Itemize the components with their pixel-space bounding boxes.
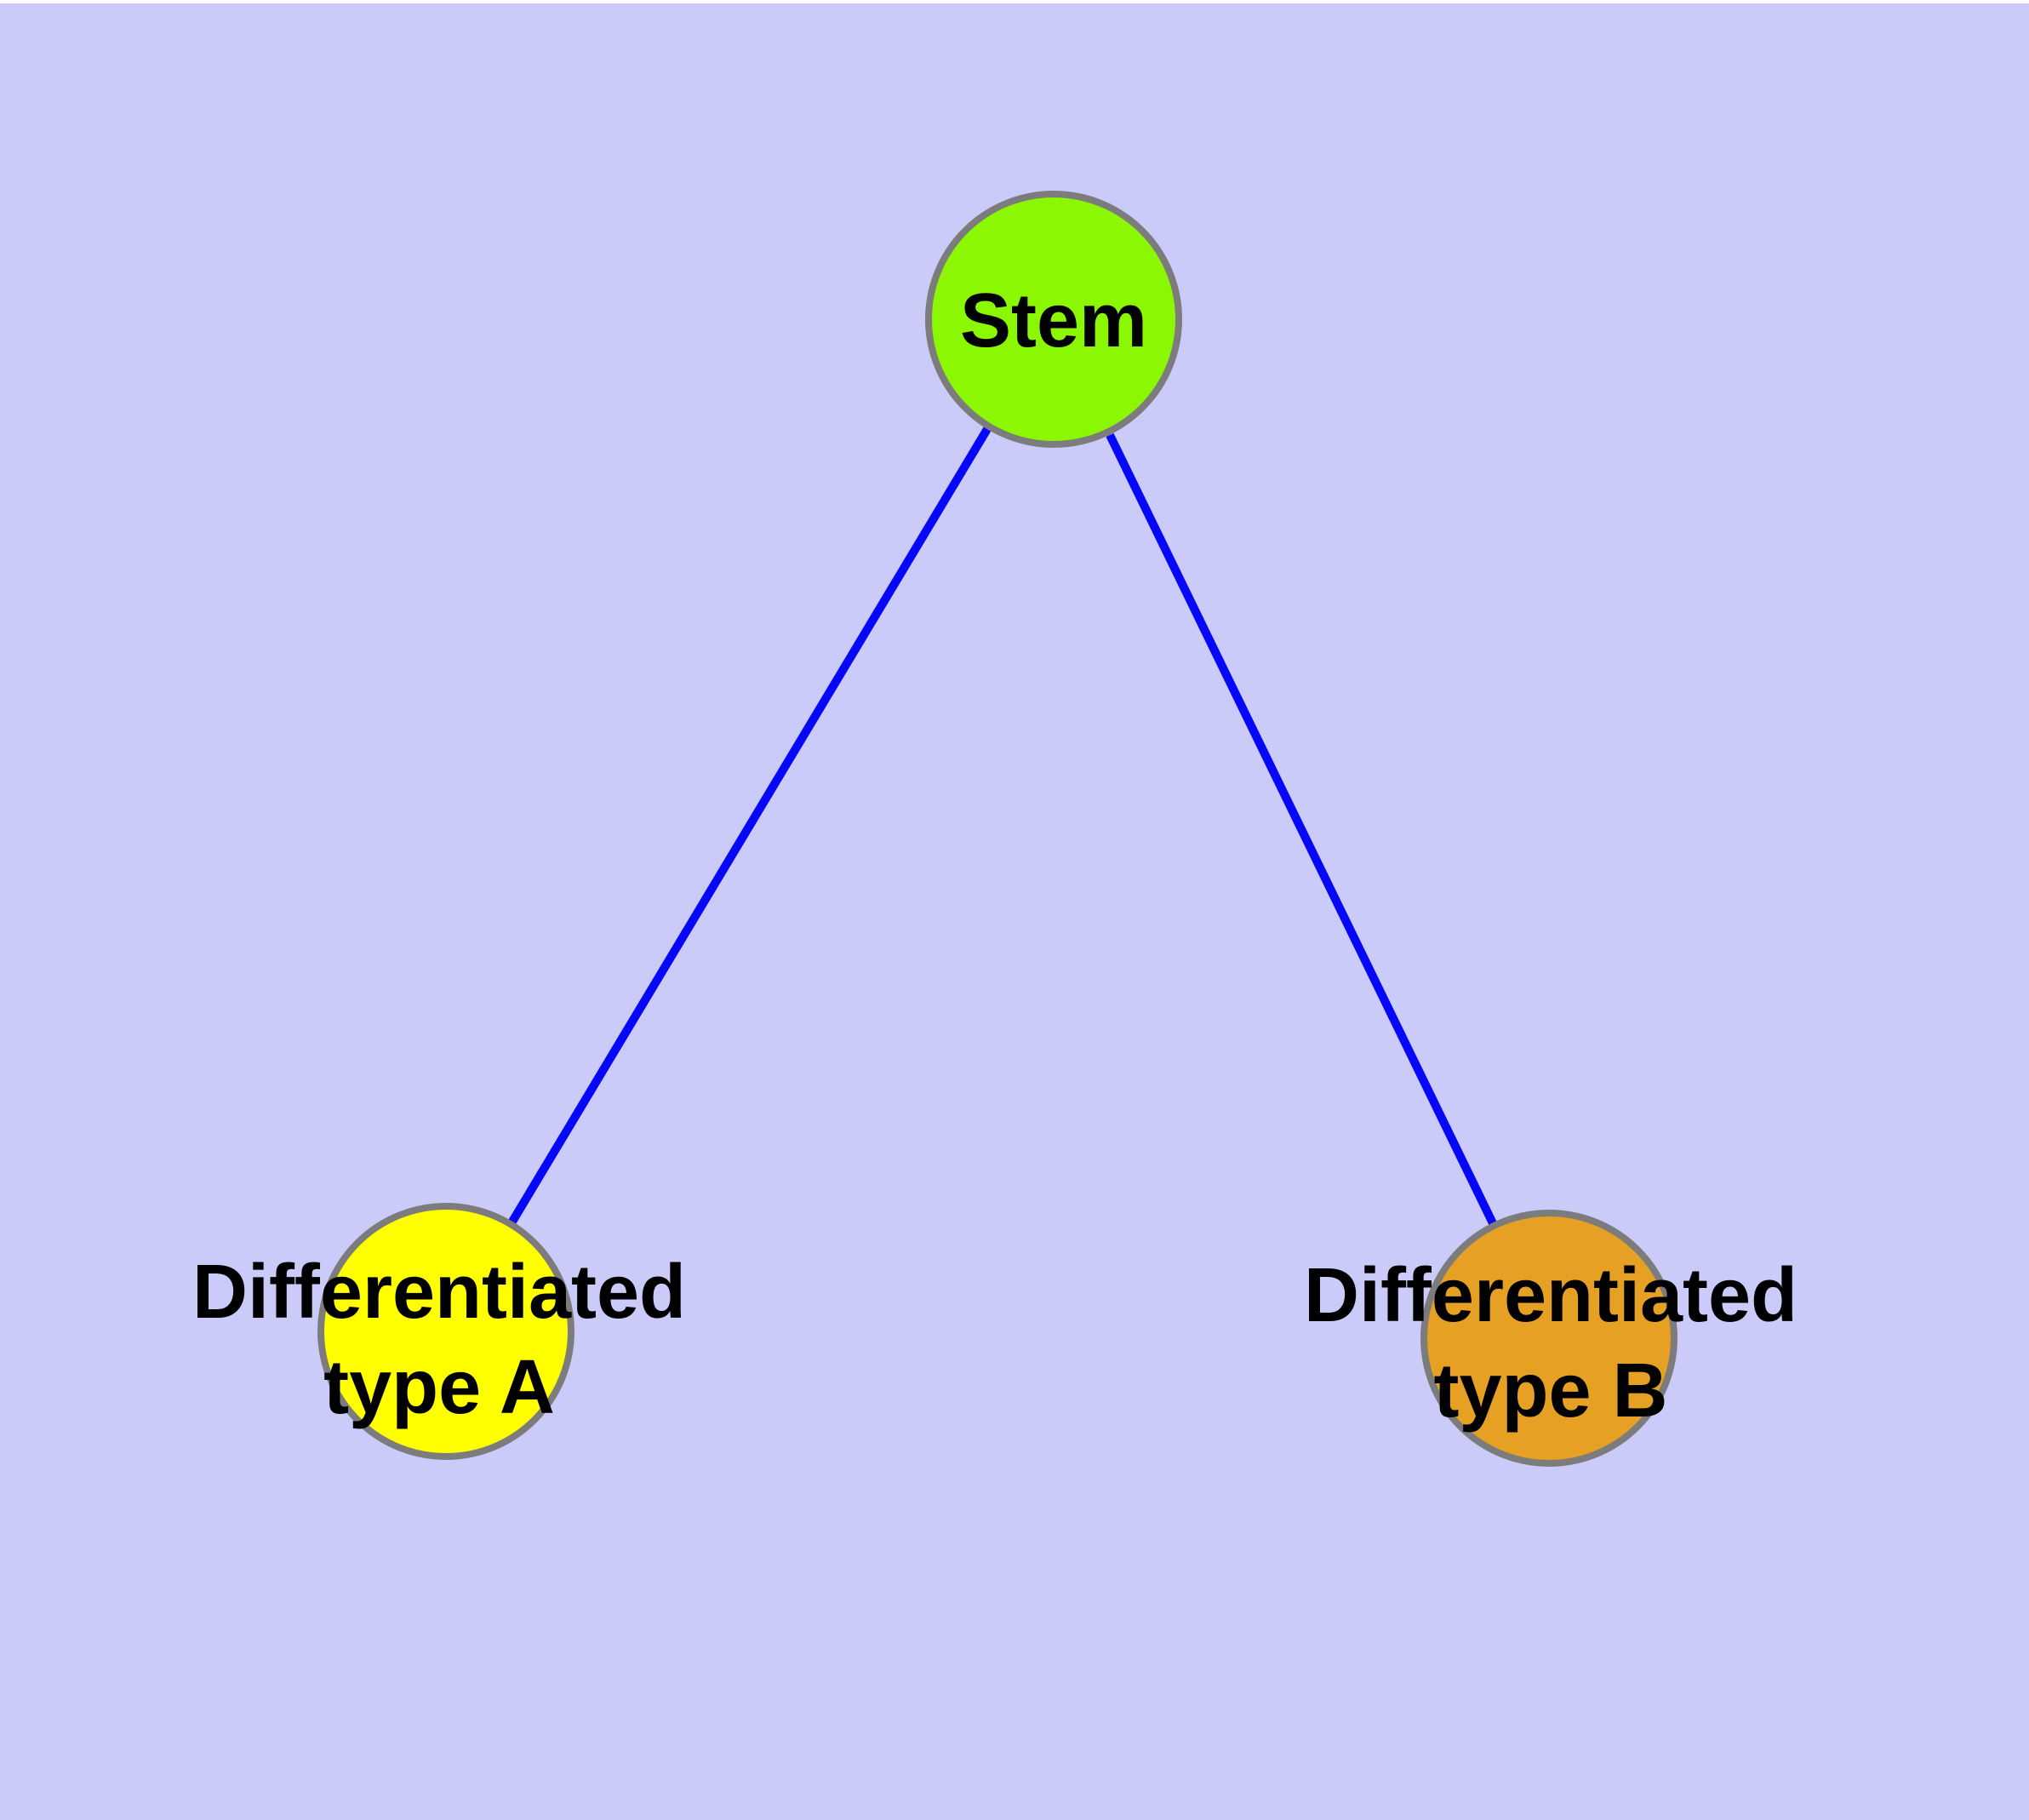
- node-stem: [925, 191, 1182, 448]
- node-differentiated-type-b: [1420, 1210, 1677, 1467]
- node-differentiated-type-a: [317, 1203, 574, 1460]
- top-border-strip: [0, 0, 2029, 3]
- node-differentiated-type-a-label-line1: Differentiated: [192, 1250, 686, 1335]
- edge-stem-to-type-b: [1106, 432, 1497, 1226]
- edge-stem-to-type-a: [508, 426, 992, 1224]
- node-differentiated-type-a-label-line2: type A: [323, 1345, 555, 1430]
- node-differentiated-type-b-label-line2: type B: [1433, 1348, 1667, 1434]
- node-stem-label: Stem: [960, 278, 1147, 363]
- node-differentiated-type-b-label-line1: Differentiated: [1304, 1253, 1798, 1338]
